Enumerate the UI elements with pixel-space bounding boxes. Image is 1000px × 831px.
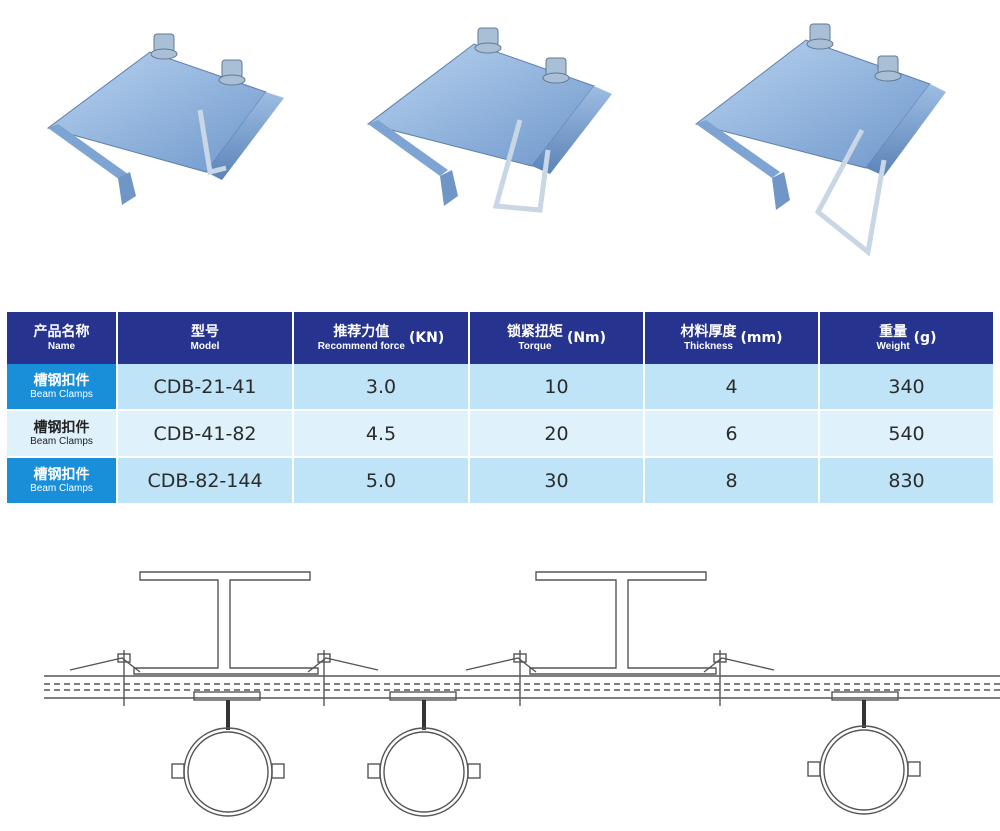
i-beam-right — [529, 571, 717, 675]
torque-cell: 10 — [469, 364, 645, 411]
thickness-cell: 8 — [644, 457, 820, 505]
installation-diagram — [44, 571, 1000, 817]
weight-cell: 540 — [819, 410, 993, 458]
torque-cell: 30 — [469, 457, 645, 505]
i-beam-left — [133, 571, 319, 675]
beam-clamp-image-small — [46, 33, 284, 205]
beam-clamp-image-large — [694, 23, 946, 257]
channel-rail — [44, 675, 1000, 699]
pipe-hanger — [171, 691, 285, 817]
beam-clamp-diagram — [69, 650, 775, 706]
weight-cell: 830 — [819, 457, 993, 505]
force-cell: 5.0 — [293, 457, 470, 505]
thickness-cell: 6 — [644, 410, 820, 458]
torque-cell: 20 — [469, 410, 645, 458]
weight-cell: 340 — [819, 364, 993, 411]
force-cell: 3.0 — [293, 364, 470, 411]
pipe-hanger — [367, 691, 481, 817]
model-cell: CDB-41-82 — [117, 410, 294, 458]
product-images — [46, 23, 946, 257]
thickness-cell: 4 — [644, 364, 820, 411]
pipe-hanger — [807, 691, 921, 815]
model-cell: CDB-82-144 — [117, 457, 294, 505]
model-cell: CDB-21-41 — [117, 364, 294, 411]
beam-clamp-image-medium — [366, 27, 612, 213]
force-cell: 4.5 — [293, 410, 470, 458]
